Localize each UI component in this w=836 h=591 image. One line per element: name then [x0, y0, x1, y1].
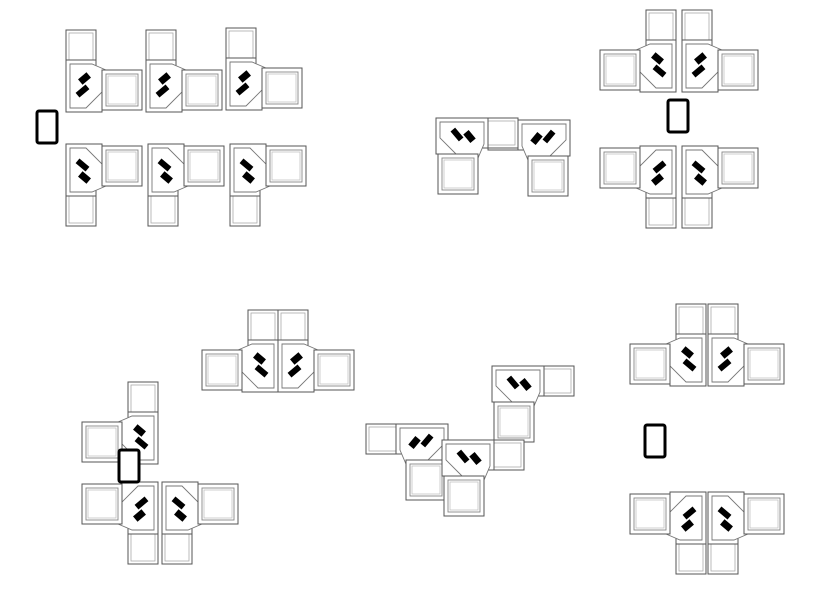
- workstation-pod: [147, 143, 225, 227]
- workstation-pod: [435, 117, 519, 195]
- layout-ring: [441, 303, 785, 575]
- workstation-pod: [681, 145, 759, 229]
- workstation-pod: [145, 29, 223, 113]
- label-marker: [666, 98, 690, 134]
- workstation-pod: [161, 481, 239, 565]
- workstation-pod: [277, 309, 355, 393]
- workstation-pod: [365, 423, 449, 501]
- workstation-pod: [599, 9, 677, 93]
- layout-open-ring: [435, 9, 759, 229]
- workstation-pod: [229, 143, 307, 227]
- workstation-pod: [441, 439, 525, 517]
- workstation-pod: [65, 29, 143, 113]
- label-marker: [117, 448, 141, 484]
- workstation-pod: [225, 27, 303, 111]
- label-marker: [643, 423, 667, 459]
- workstation-pod: [599, 145, 677, 229]
- workstation-pod: [681, 9, 759, 93]
- workstation-pod: [81, 481, 159, 565]
- workstation-pod: [707, 303, 785, 387]
- workstation-pod: [707, 491, 785, 575]
- workstation-pod: [201, 309, 279, 393]
- layout-s-curve: [81, 309, 449, 565]
- workstation-pod: [629, 491, 707, 575]
- layout-two-rows: [35, 27, 307, 227]
- workstation-pod: [491, 365, 575, 443]
- workstation-pod: [65, 143, 143, 227]
- label-marker: [35, 109, 59, 145]
- workstation-pod: [629, 303, 707, 387]
